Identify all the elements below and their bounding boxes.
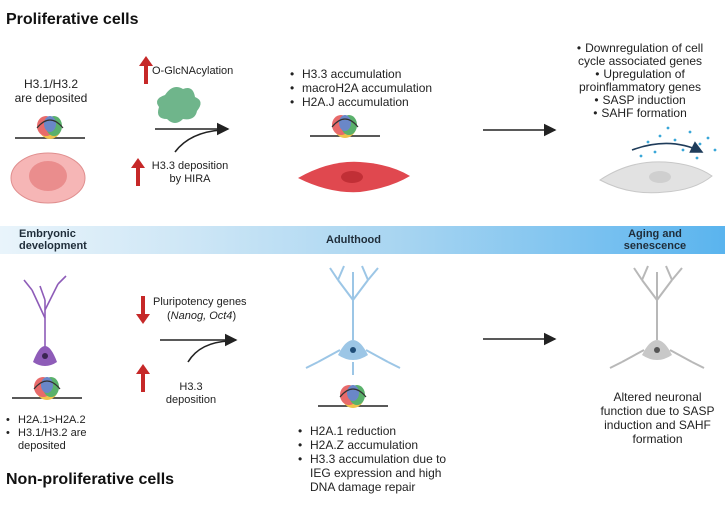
- h33-deposition-label: H3.3 deposition: [165, 381, 217, 406]
- nucleosome-icon: [15, 116, 85, 139]
- list-item: H3.3 accumulation due to IEG expression …: [298, 452, 458, 494]
- list-item: H2A.Z accumulation: [298, 438, 458, 452]
- band-label-aging: Aging and senescence: [623, 228, 687, 252]
- embryo-nonprolif-list: H2A.1>H2A.2 H3.1/H3.2 are deposited: [6, 414, 116, 453]
- list-item: •SAHF formation: [593, 106, 687, 120]
- aging-nonprolif-text: Altered neuronal function due to SASP in…: [600, 390, 715, 446]
- neuron-icon: [305, 265, 401, 375]
- proliferative-heading: Proliferative cells: [6, 11, 139, 28]
- list-item: H3.1/H3.2 are deposited: [6, 427, 116, 453]
- list-item: H3.3 accumulation: [290, 67, 432, 81]
- converging-arrow: [160, 333, 238, 363]
- list-item: H2A.J accumulation: [290, 95, 432, 109]
- neuron-icon: [609, 265, 705, 369]
- nucleosome-icon: [310, 115, 380, 138]
- band-label-embryonic: Embryonic development: [19, 228, 87, 252]
- adult-nonprolif-list: H2A.1 reduction H2A.Z accumulation H3.3 …: [298, 424, 458, 494]
- cell-icon: [298, 161, 410, 193]
- list-item: •SASP induction: [594, 93, 686, 107]
- protein-icon: [157, 87, 201, 123]
- converging-arrow: [155, 122, 230, 153]
- up-arrow-icon: [136, 364, 150, 392]
- nucleosome-icon: [12, 377, 82, 400]
- list-item: H2A.1>H2A.2: [6, 414, 116, 427]
- nucleosome-icon: [318, 385, 388, 408]
- up-arrow-icon: [139, 56, 153, 84]
- pluripotency-genes: (Nanog, Oct4): [167, 310, 237, 322]
- h33-hira-label: H3.3 deposition by HIRA: [151, 160, 229, 185]
- neuron-nucleus: [42, 353, 48, 359]
- list-item: H2A.1 reduction: [298, 424, 458, 438]
- down-arrow-icon: [136, 296, 150, 324]
- o-glcnac-label: O-GlcNAcylation: [152, 65, 234, 77]
- up-arrow-icon: [131, 158, 145, 186]
- pluripotency-label: Pluripotency genes: [153, 296, 247, 308]
- cell-icon: [10, 152, 86, 204]
- non-proliferative-heading: Non-proliferative cells: [6, 471, 175, 488]
- adult-prolif-list: H3.3 accumulation macroH2A accumulation …: [290, 67, 432, 109]
- embryo-deposition-text: H3.1/H3.2 are deposited: [14, 77, 88, 105]
- neuron-nucleus: [654, 347, 660, 353]
- neuron-icon: [23, 275, 67, 355]
- list-item: macroH2A accumulation: [290, 81, 432, 95]
- senescent-cell-icon: [599, 126, 717, 194]
- band-label-adulthood: Adulthood: [326, 234, 381, 246]
- neuron-nucleus: [350, 347, 356, 353]
- timeline-band: [0, 226, 725, 254]
